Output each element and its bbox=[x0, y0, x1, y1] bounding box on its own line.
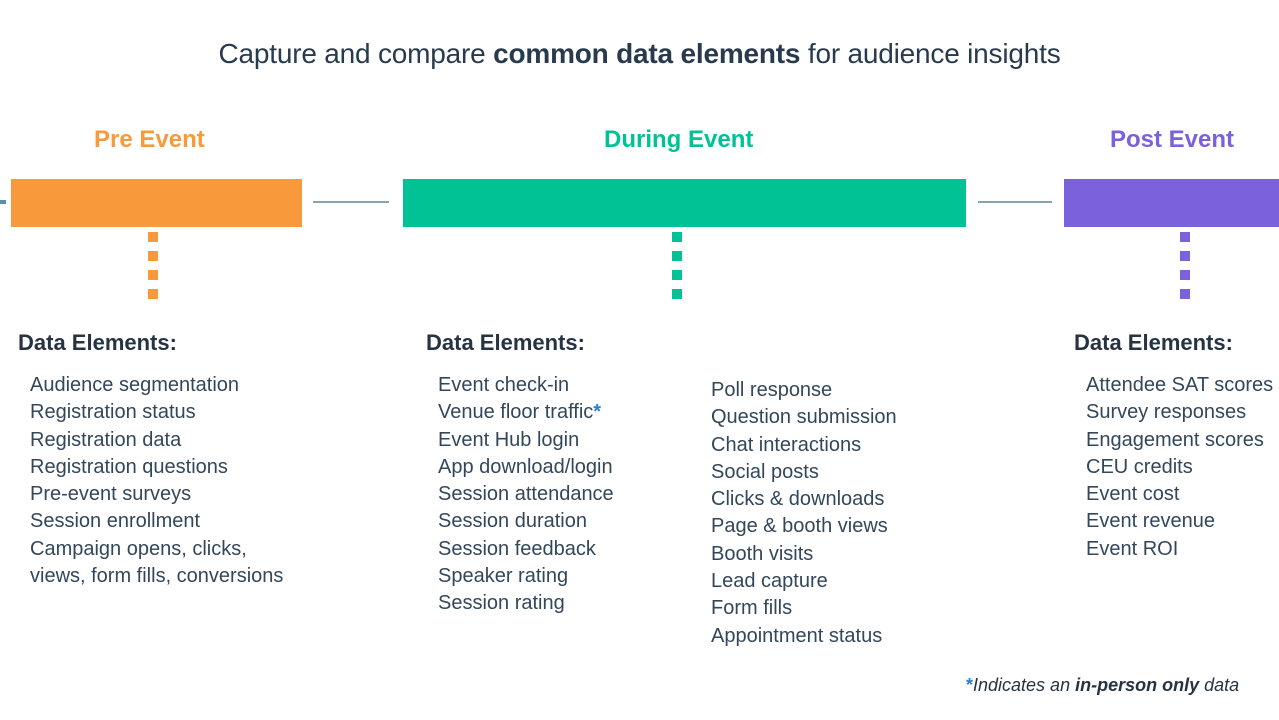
list-item: Event cost bbox=[1086, 483, 1180, 506]
dot-marker-group-post-event bbox=[1180, 232, 1190, 308]
list-item: Registration questions bbox=[30, 455, 228, 478]
list-item: Session feedback bbox=[438, 537, 596, 560]
dot-marker bbox=[1180, 270, 1190, 280]
dot-marker bbox=[1180, 289, 1190, 299]
dot-marker-group-pre-event bbox=[148, 232, 158, 308]
phase-label-pre-event: Pre Event bbox=[94, 126, 205, 153]
timeline-connector-1 bbox=[313, 201, 389, 203]
footnote-suffix: data bbox=[1199, 675, 1240, 695]
list-item: Audience segmentation bbox=[30, 374, 240, 396]
dot-marker bbox=[672, 270, 682, 280]
timeline-bar-pre-event bbox=[11, 179, 302, 227]
dot-marker bbox=[672, 232, 682, 242]
title-prefix: Capture and compare bbox=[218, 38, 494, 69]
list-item: Campaign opens, clicks, bbox=[30, 537, 247, 560]
list-item: Event Hub login bbox=[438, 428, 580, 451]
list-item: Event revenue bbox=[1086, 510, 1215, 533]
phase-label-post-event: Post Event bbox=[1110, 126, 1235, 153]
dot-marker bbox=[672, 251, 682, 261]
column-during-event-left: Data Elements: Event check-in Venue floo… bbox=[426, 330, 696, 618]
list-item: Registration status bbox=[30, 401, 196, 424]
list-item: App download/login bbox=[438, 455, 613, 478]
list-item: Pre-event surveys bbox=[30, 483, 192, 506]
dot-marker bbox=[1180, 232, 1190, 242]
list-item: Speaker rating bbox=[438, 565, 569, 588]
column-heading-pre-event: Data Elements: bbox=[18, 330, 177, 355]
column-post-event: Data Elements: Attendee SAT scores Surve… bbox=[1074, 330, 1279, 563]
asterisk-icon: * bbox=[966, 675, 974, 695]
list-item: Form fills bbox=[711, 597, 793, 620]
page-title: Capture and compare common data elements… bbox=[0, 38, 1279, 70]
dot-marker bbox=[672, 289, 682, 299]
list-item: Session attendance bbox=[438, 483, 614, 506]
list-item: Question submission bbox=[711, 406, 897, 429]
dot-marker bbox=[148, 289, 158, 299]
list-item: Appointment status bbox=[711, 624, 883, 647]
phase-label-during-event: During Event bbox=[604, 126, 754, 153]
list-item: Event ROI bbox=[1086, 537, 1179, 560]
title-suffix: for audience insights bbox=[800, 38, 1061, 69]
title-emphasis: common data elements bbox=[493, 38, 801, 69]
list-item: Session rating bbox=[438, 592, 565, 615]
list-item: Poll response bbox=[711, 379, 833, 401]
column-heading-post-event: Data Elements: bbox=[1074, 330, 1233, 355]
timeline-graphic: Pre Event During Event Post Event bbox=[0, 0, 1279, 310]
data-element-list-pre-event: Audience segmentation Registration statu… bbox=[18, 372, 408, 590]
list-item: Lead capture bbox=[711, 570, 828, 593]
list-item: Engagement scores bbox=[1086, 428, 1264, 451]
list-item: Session duration bbox=[438, 510, 587, 533]
dot-marker-group-during-event bbox=[672, 232, 682, 308]
timeline-bar-post-event bbox=[1064, 179, 1279, 227]
data-element-list-post-event: Attendee SAT scores Survey responses Eng… bbox=[1074, 372, 1279, 563]
column-heading-during-event: Data Elements: bbox=[426, 330, 585, 355]
list-item: Session enrollment bbox=[30, 510, 201, 533]
timeline-left-stub bbox=[0, 200, 6, 204]
data-element-list-during-event-right: Poll response Question submission Chat i… bbox=[711, 377, 1011, 650]
list-item: Survey responses bbox=[1086, 401, 1247, 424]
footnote-emphasis: in-person only bbox=[1075, 675, 1200, 695]
list-item: Chat interactions bbox=[711, 433, 862, 456]
dot-marker bbox=[148, 251, 158, 261]
dot-marker bbox=[148, 270, 158, 280]
timeline-bar-during-event bbox=[403, 179, 966, 227]
column-during-event-right: Poll response Question submission Chat i… bbox=[711, 377, 1011, 650]
column-pre-event: Data Elements: Audience segmentation Reg… bbox=[18, 330, 408, 590]
timeline-connector-2 bbox=[978, 201, 1052, 203]
dot-marker bbox=[1180, 251, 1190, 261]
list-item: Clicks & downloads bbox=[711, 488, 885, 511]
footnote-prefix: Indicates an bbox=[973, 675, 1076, 695]
list-item: Social posts bbox=[711, 460, 819, 483]
footnote: *Indicates an in-person only data bbox=[966, 675, 1239, 696]
list-item: Attendee SAT scores bbox=[1086, 374, 1274, 396]
dot-marker bbox=[148, 232, 158, 242]
footnote-asterisk-marker: * bbox=[593, 401, 602, 424]
list-item: Booth visits bbox=[711, 542, 814, 565]
data-element-list-during-event-left: Event check-in Venue floor traffic* Even… bbox=[426, 372, 696, 618]
list-item: views, form fills, conversions bbox=[30, 565, 284, 588]
list-item: Registration data bbox=[30, 428, 182, 451]
list-item: Page & booth views bbox=[711, 515, 888, 538]
list-item: Event check-in bbox=[438, 374, 570, 396]
list-item-label: Venue floor traffic bbox=[438, 401, 594, 424]
list-item: CEU credits bbox=[1086, 455, 1193, 478]
list-item: Venue floor traffic* bbox=[438, 399, 696, 426]
